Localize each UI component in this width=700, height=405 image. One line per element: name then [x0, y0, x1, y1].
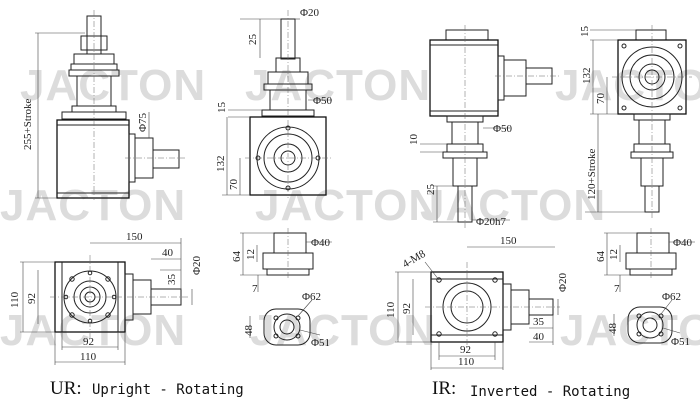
ur-front-dim-70: 70 [228, 179, 240, 191]
watermark-1: JACTON [20, 61, 206, 110]
ir-side-view: 15 132 70 120+Stroke [579, 25, 692, 218]
ur-plan-dim-92h: 92 [83, 336, 94, 348]
ir-flange-dim-48: 48 [607, 323, 619, 335]
ur-cap-dim-7: 7 [252, 283, 258, 295]
ir-front-dim-50: Φ50 [493, 123, 513, 135]
watermark-9: JACTON [560, 306, 700, 355]
ur-cap-dim-64: 64 [231, 251, 243, 263]
ir-plan-dim-92h: 92 [460, 344, 471, 356]
ur-caption-text: Upright - Rotating [92, 382, 244, 398]
ur-side-dim-75: Φ75 [137, 112, 149, 132]
ur-plan-view: 150 40 35 Φ20 110 92 92 110 [9, 231, 203, 365]
ir-flange-dim-62: Φ62 [662, 291, 681, 303]
ir-plan-dim-92v: 92 [401, 303, 413, 314]
ir-cap-dim-64: 64 [595, 251, 607, 263]
ur-flange: 48 Φ62 Φ51 [243, 291, 330, 349]
ur-cap-dim-12: 12 [245, 249, 257, 260]
ur-front-dim-25: 25 [247, 34, 259, 46]
ur-plan-dim-110v: 110 [9, 291, 21, 308]
watermark-2: JACTON [245, 61, 431, 110]
ir-plan-dim-110h: 110 [458, 356, 475, 368]
ir-cap-dim-7: 7 [614, 283, 620, 295]
ur-plan-dim-110h: 110 [80, 351, 97, 363]
ir-caption-code: IR: [432, 378, 456, 399]
ir-plan-dim-150: 150 [500, 235, 517, 247]
ir-plan-dim-20: Φ20 [557, 272, 569, 292]
ir-front-dim-10: 10 [408, 134, 420, 146]
ir-caption-text: Inverted - Rotating [470, 384, 630, 400]
ur-caption-code: UR: [50, 378, 82, 399]
ur-cap: 64 12 Φ40 7 [231, 228, 332, 295]
ur-front-dim-132: 132 [215, 156, 227, 173]
ur-side-view: 255+Stroke Φ75 [22, 10, 185, 200]
ir-side-dim-15: 15 [579, 26, 591, 38]
ir-plan-dim-40: 40 [533, 331, 545, 343]
ur-front-dim-50: Φ50 [313, 95, 333, 107]
ur-flange-dim-48: 48 [243, 325, 255, 337]
ur-plan-dim-35: 35 [166, 274, 178, 286]
ur-front-view: Φ20 25 Φ50 15 132 70 [215, 7, 333, 198]
watermarks: JACTON JACTON JACTON JACTON JACTON JACTO… [0, 61, 700, 355]
ir-caption: IR: Inverted - Rotating [432, 378, 630, 400]
watermark-6: JACTON [420, 181, 606, 230]
ir-cap-dim-40: Φ40 [673, 237, 693, 249]
ir-side-dim-132: 132 [581, 68, 593, 85]
ur-flange-dim-62: Φ62 [302, 291, 321, 303]
ir-front-dim-20h7: Φ20h7 [476, 216, 507, 228]
ur-cap-dim-40: Φ40 [311, 237, 331, 249]
ur-plan-dim-92v: 92 [26, 293, 38, 304]
watermark-3: JACTON [555, 61, 700, 110]
ur-plan-dim-20: Φ20 [191, 255, 203, 275]
ir-front-view: Φ50 10 25 Φ20h7 [408, 25, 560, 228]
ur-plan-dim-150: 150 [126, 231, 143, 243]
ir-cap: 64 12 Φ40 7 [595, 228, 695, 295]
ir-side-dim-70: 70 [595, 93, 607, 105]
ur-front-dim-15: 15 [216, 102, 228, 114]
ir-flange-dim-51: Φ51 [671, 336, 690, 348]
ir-plan-dim-m8: 4-M8 [401, 248, 429, 271]
ur-flange-dim-51: Φ51 [311, 337, 330, 349]
watermark-4: JACTON [0, 181, 186, 230]
ir-plan-dim-35: 35 [533, 316, 545, 328]
ur-caption: UR: Upright - Rotating [50, 378, 244, 399]
ur-side-dim-stroke: 255+Stroke [22, 98, 34, 150]
ir-plan-dim-110v: 110 [385, 301, 397, 318]
ir-front-dim-25: 25 [425, 184, 437, 196]
ur-plan-dim-40: 40 [162, 247, 174, 259]
ir-flange: 48 Φ62 Φ51 [607, 291, 690, 348]
ir-side-dim-stroke: 120+Stroke [586, 148, 598, 200]
ir-cap-dim-12: 12 [608, 249, 620, 260]
ir-plan-view: 150 4-M8 Φ20 110 92 35 40 92 110 [385, 235, 569, 370]
ur-front-dim-20: Φ20 [300, 7, 320, 19]
